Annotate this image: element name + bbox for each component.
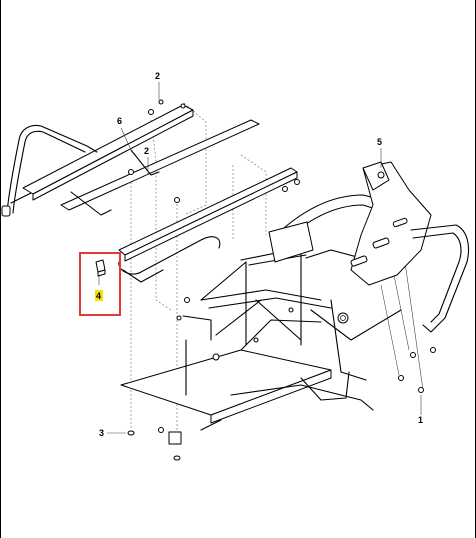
right-side-panel <box>350 161 470 333</box>
callout-label-1: 1 <box>418 415 423 425</box>
callout-label-5: 5 <box>377 137 382 147</box>
callout-label-3: 3 <box>99 428 104 438</box>
main-chassis <box>120 194 402 424</box>
tubular-handle <box>1 124 112 217</box>
rubber-pad-part <box>95 259 106 277</box>
callout-label-2-mid: 2 <box>144 146 149 156</box>
part-4-marker <box>95 290 103 301</box>
part-4-highlight-box <box>79 252 121 316</box>
callout-label-4: 4 <box>96 291 101 301</box>
rear-rail-part <box>22 103 260 211</box>
front-crossbar <box>118 99 300 283</box>
callout-leaders <box>98 82 422 434</box>
callout-label-2-top: 2 <box>155 71 160 81</box>
callout-label-6: 6 <box>117 116 122 126</box>
fasteners <box>127 347 436 461</box>
